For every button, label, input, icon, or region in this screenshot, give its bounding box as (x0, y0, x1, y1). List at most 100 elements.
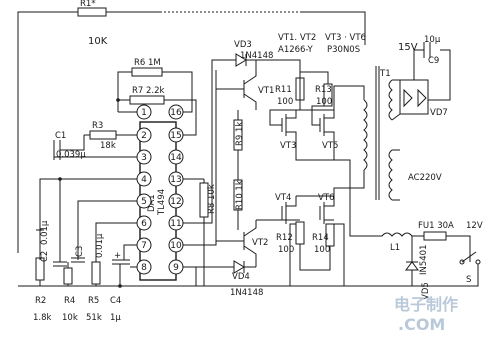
t1-core (375, 66, 380, 200)
center-tap-wire (334, 159, 376, 237)
ic-type-label: TL494 (157, 189, 167, 216)
vt5-gate (311, 105, 328, 126)
vt3-legs (286, 110, 297, 140)
r1-value: 10K (88, 36, 108, 47)
t1-ac-leads (392, 149, 400, 201)
ic-pins-left: 1 2 3 4 5 6 7 8 (136, 104, 152, 275)
c9-wire (413, 49, 451, 101)
feedback-wire-right (300, 11, 366, 45)
fu1-wire (420, 235, 471, 262)
vd5-label: VD5 (421, 282, 431, 300)
ac-label: AC220V (408, 173, 442, 183)
vd4-bar (243, 261, 256, 273)
pin10-wire (183, 70, 217, 246)
r12-label: R12 (276, 233, 293, 243)
switch-contact-left (459, 259, 465, 265)
r5-label: R5 (88, 296, 99, 306)
c9-label: C9 (428, 56, 439, 66)
r13-label: R13 (315, 85, 332, 95)
vd3-diode (235, 53, 247, 67)
upper-gate-bus (256, 59, 301, 110)
vt2-label: VT2 (252, 238, 268, 248)
pin9-ground (183, 266, 197, 286)
r14-value: 100 (314, 245, 330, 255)
t1-secondary-upper (388, 79, 393, 121)
upper-drain-bus (296, 85, 365, 111)
r13-value: 100 (316, 97, 332, 107)
pin-6-number: 6 (141, 219, 147, 229)
c1-value: 0.039μ (56, 150, 86, 160)
r9-label: R9 1k (235, 122, 245, 146)
r13-wire (300, 71, 329, 84)
t1-label: T1 (379, 69, 391, 79)
r4-label: R4 (64, 296, 75, 306)
pin-16-number: 16 (170, 108, 182, 118)
vt3-gate (269, 109, 300, 126)
l1-inductor (376, 232, 420, 237)
vd3-value: 1N4148 (240, 51, 273, 61)
r6-resistor (131, 67, 163, 77)
pin-14-number: 14 (170, 153, 182, 163)
r3-label: R3 (92, 121, 103, 131)
vt6-label: VT6 (318, 193, 334, 203)
pin-12 (168, 193, 184, 209)
vt3-label: VT3 (280, 141, 296, 151)
ground-drops (39, 280, 97, 286)
fu1-fuse (423, 231, 447, 241)
r11-value: 100 (277, 97, 293, 107)
c4-label: C4 (110, 296, 121, 306)
lower-source-wire (289, 223, 345, 286)
r1-label: R1* (80, 0, 96, 9)
pin-8-number: 8 (141, 263, 147, 273)
vt36-part-label: P30N0S (327, 45, 360, 55)
r14-label: R14 (312, 233, 329, 243)
r11-label: R11 (275, 85, 292, 95)
r2-value: 1.8k (33, 313, 52, 323)
vt4-label: VT4 (275, 193, 291, 203)
pin-2-number: 2 (141, 131, 147, 141)
r12-resistor (295, 221, 305, 245)
watermark-top: 电子制作 (394, 295, 458, 314)
vd7-diodes (403, 88, 427, 108)
switch-ground-wire (376, 264, 479, 287)
pin-1-number: 1 (141, 108, 147, 118)
v12-label: 12V (466, 221, 483, 231)
watermark-bottom: .COM (398, 315, 445, 334)
switch-label: S (466, 275, 471, 285)
pin6-wire (95, 222, 137, 262)
r7-label: R7 2.2k (132, 86, 165, 96)
r12-value: 100 (278, 245, 294, 255)
vt5-mosfet (319, 114, 325, 136)
c9-value: 10μ (424, 35, 441, 45)
r6-left-wire (117, 71, 132, 112)
r10-label: R10 1k (235, 180, 245, 210)
vd7-label: VD7 (430, 108, 448, 118)
r3-resistor (89, 130, 117, 140)
ic-ref-label: DA1 (147, 194, 157, 212)
pin5-wire (77, 200, 137, 260)
c2-label: C2 (40, 251, 50, 262)
vt12-part-label: A1266-Y (278, 45, 314, 55)
c2-value: 0.01μ (40, 220, 50, 245)
vt6-legs (324, 196, 335, 221)
r11-resistor (295, 77, 305, 101)
vd7-input-leads (391, 79, 401, 121)
vd5-bar (406, 261, 418, 286)
junction-gnd-c4 (118, 284, 122, 288)
vt1-legs (243, 60, 257, 110)
vt4-legs (286, 196, 297, 221)
pin7-wire (123, 244, 137, 260)
pin4-wire (39, 178, 137, 260)
r4-resistor (63, 267, 73, 285)
vd5-value: IN5401 (419, 245, 429, 276)
c9-capacitor (423, 42, 431, 58)
c2-capacitor (53, 261, 67, 267)
t1-secondary-lower (388, 149, 393, 201)
pin-4-number: 4 (141, 175, 147, 185)
vd4-diode (233, 260, 245, 274)
pin-13-number: 13 (170, 175, 181, 185)
r1-resistor (77, 7, 107, 17)
vt5-label: VT5 (322, 141, 338, 151)
